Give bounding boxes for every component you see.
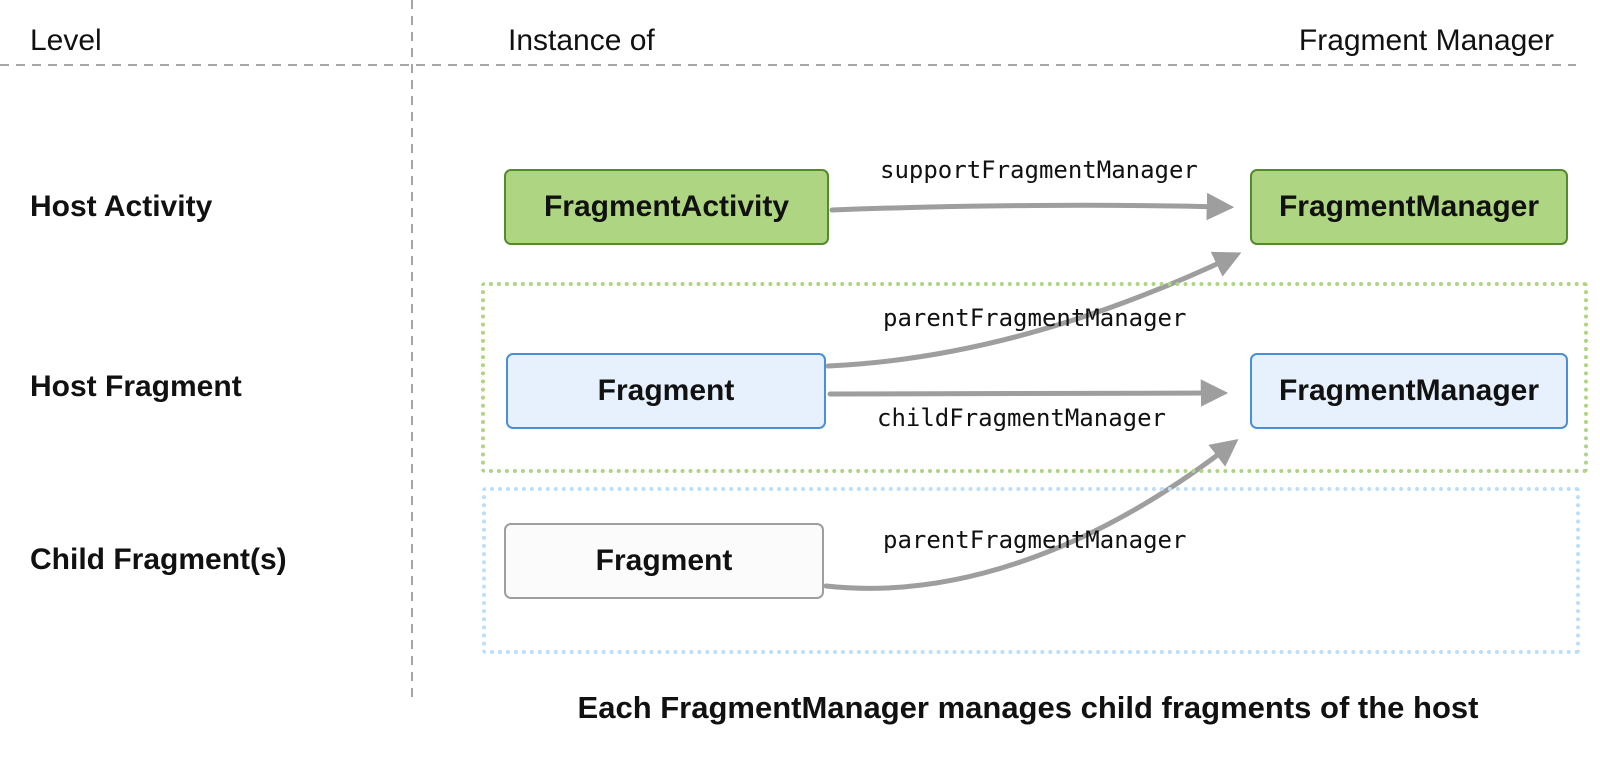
arrow-label-support-fragment-manager: supportFragmentManager xyxy=(880,156,1198,184)
row-label-host-activity: Host Activity xyxy=(30,190,213,223)
arrow-label-child-fragment-manager: childFragmentManager xyxy=(877,404,1166,432)
node-fragment-activity: FragmentActivity xyxy=(504,169,829,245)
node-fragment-manager-fragment: FragmentManager xyxy=(1250,353,1568,429)
figure-caption: Each FragmentManager manages child fragm… xyxy=(577,690,1479,725)
node-child-fragment-label: Fragment xyxy=(595,544,733,577)
row-label-child-fragment: Child Fragment(s) xyxy=(30,543,287,576)
arrow-support-fragment-manager xyxy=(829,192,1235,221)
node-fragment-activity-label: FragmentActivity xyxy=(543,190,790,223)
node-fragment-manager-fragment-label: FragmentManager xyxy=(1278,374,1540,407)
node-child-fragment: Fragment xyxy=(504,523,824,599)
column-header-fragment-manager: Fragment Manager xyxy=(1298,24,1554,57)
node-host-fragment-label: Fragment xyxy=(597,374,735,407)
column-header-instance-of: Instance of xyxy=(508,24,655,57)
arrow-label-parent-fragment-manager-host: parentFragmentManager xyxy=(883,304,1187,332)
node-host-fragment: Fragment xyxy=(506,353,826,429)
node-fragment-manager-activity: FragmentManager xyxy=(1250,169,1568,245)
arrow-label-parent-fragment-manager-child: parentFragmentManager xyxy=(883,526,1187,554)
row-label-host-fragment: Host Fragment xyxy=(30,370,242,403)
node-fragment-manager-activity-label: FragmentManager xyxy=(1278,190,1540,223)
child-fragment-group-container xyxy=(482,487,1580,654)
column-header-level: Level xyxy=(30,24,102,57)
host-fragment-group-container xyxy=(481,282,1588,473)
